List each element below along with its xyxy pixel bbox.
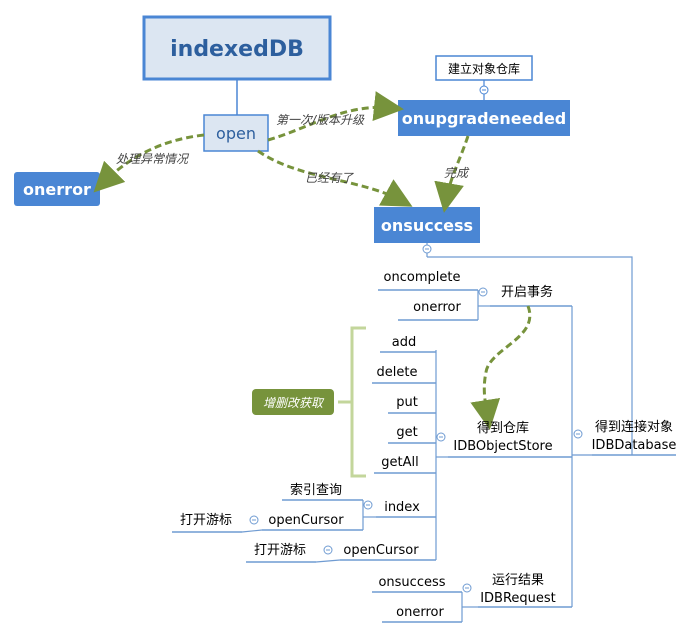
onsuccess-top-label: onsuccess — [381, 216, 473, 235]
req-onerror-label: onerror — [396, 605, 444, 620]
database-line2: IDBDatabase — [592, 438, 677, 453]
store-line2: IDBObjectStore — [453, 439, 552, 454]
indexeddb-root-label: indexedDB — [170, 37, 304, 62]
create-store-label: 建立对象仓库 — [448, 61, 520, 76]
edge-label-handle-error: 处理异常情况 — [116, 152, 190, 166]
tx-oncomplete-label: oncomplete — [384, 270, 461, 285]
open-label: open — [216, 124, 256, 143]
store-cursor-label: 打开游标 — [254, 543, 306, 558]
store-cursor-join — [315, 559, 341, 563]
indexeddb-root-box[interactable] — [142, 15, 332, 81]
method-delete: delete — [377, 365, 418, 380]
index-cursor-join — [241, 529, 263, 533]
onupgradeneeded-label: onupgradeneeded — [402, 109, 567, 128]
transaction-to-store-arrow — [470, 305, 532, 430]
method-index: index — [384, 500, 420, 515]
open-to-onerror-arrow — [93, 133, 205, 193]
request-line2: IDBRequest — [480, 591, 556, 606]
index-cursor-label: 打开游标 — [180, 513, 232, 528]
request-line1: 运行结果 — [492, 573, 544, 588]
upgrade-to-onsuccess-arrow — [434, 135, 470, 213]
index-opencursor-label: openCursor — [268, 513, 344, 528]
transaction-label: 开启事务 — [501, 284, 553, 300]
index-query-label: 索引查询 — [290, 483, 342, 498]
method-getall: getAll — [381, 455, 418, 470]
store-line1: 得到仓库 — [477, 420, 529, 436]
store-opencursor-label: openCursor — [343, 543, 419, 558]
crud-label: 增删改获取 — [263, 396, 325, 410]
method-add: add — [392, 335, 416, 350]
open-to-onsuccess-arrow — [257, 149, 413, 207]
crud-bracket — [350, 326, 366, 478]
edge-label-first-upgrade: 第一次/版本升级 — [276, 113, 365, 127]
onsuccess-to-database-line — [427, 256, 633, 455]
onsuccess-top-box[interactable] — [374, 207, 480, 243]
onerror-top-label: onerror — [23, 180, 91, 199]
crud-label-box[interactable] — [252, 389, 334, 415]
method-put: put — [396, 395, 418, 410]
tx-onerror-label: onerror — [413, 300, 461, 315]
edge-label-done: 完成 — [444, 166, 470, 180]
method-get: get — [396, 425, 417, 440]
onupgradeneeded-box[interactable] — [398, 100, 570, 136]
onerror-top-box[interactable] — [14, 172, 100, 206]
database-line1: 得到连接对象 — [595, 419, 673, 435]
open-box[interactable] — [203, 114, 269, 152]
create-store-box[interactable] — [435, 55, 533, 81]
req-onsuccess-label: onsuccess — [378, 575, 445, 590]
edge-label-already-have: 已经有了 — [305, 171, 354, 185]
open-to-upgrade-arrow — [267, 91, 404, 142]
